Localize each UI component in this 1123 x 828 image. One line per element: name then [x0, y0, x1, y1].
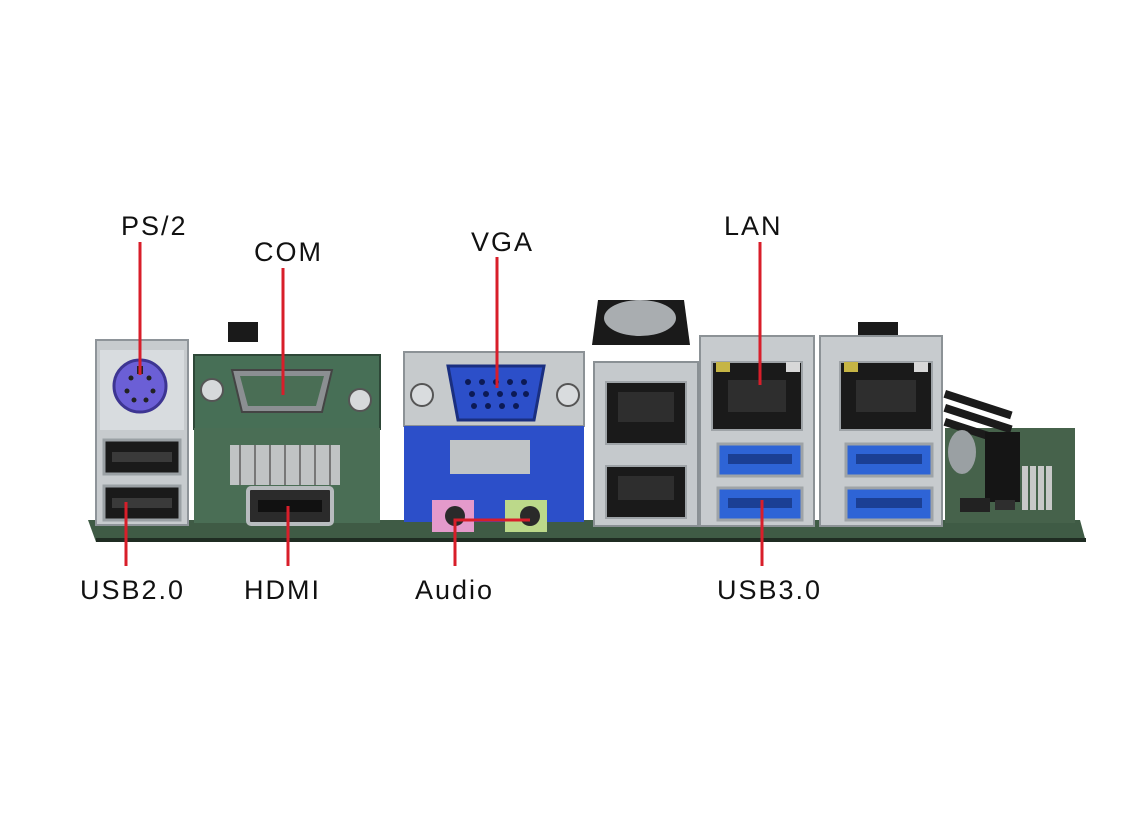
board-components — [943, 390, 1075, 523]
lan3-usb3-block — [819, 322, 943, 527]
label-ps2: PS/2 — [121, 211, 188, 241]
label-audio: Audio — [415, 575, 495, 605]
vga-block — [403, 351, 585, 532]
label-usb20: USB2.0 — [80, 575, 186, 605]
leader-lines — [124, 242, 764, 566]
label-com: COM — [254, 237, 323, 267]
label-vga: VGA — [471, 227, 535, 257]
pcb-edge-shadow — [96, 538, 1086, 542]
lan2-usb3-block — [699, 335, 815, 527]
ps2-usb-stack — [95, 339, 189, 526]
label-lan: LAN — [724, 211, 783, 241]
lan1-block — [592, 300, 699, 527]
com-hdmi-block — [193, 322, 381, 526]
label-hdmi: HDMI — [244, 575, 321, 605]
label-usb30: USB3.0 — [717, 575, 823, 605]
leader-audio — [453, 518, 530, 566]
